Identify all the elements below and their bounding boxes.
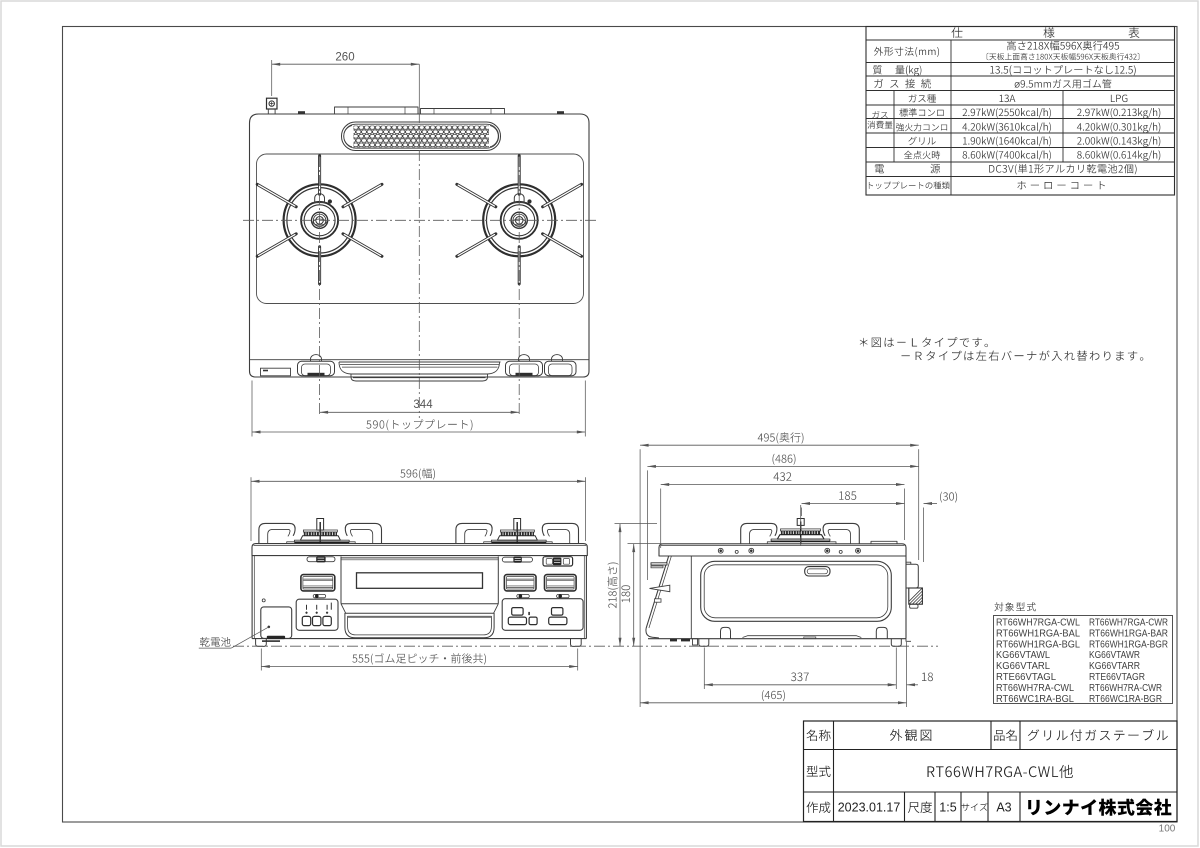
svg-text:RT66WH1RGA-BGL: RT66WH1RGA-BGL — [996, 639, 1080, 650]
svg-text:KG66VTARL: KG66VTARL — [996, 661, 1050, 672]
svg-text:2023.01.17: 2023.01.17 — [838, 801, 901, 815]
svg-text:RT66WH1RGA-BAL: RT66WH1RGA-BAL — [996, 628, 1080, 639]
svg-text:RT66WH1RGA-BAR: RT66WH1RGA-BAR — [1089, 628, 1168, 639]
svg-text:RTE66VTAGR: RTE66VTAGR — [1089, 672, 1145, 683]
svg-text:KG66VTAWL: KG66VTAWL — [996, 650, 1050, 661]
svg-text:RT66WC1RA-BGR: RT66WC1RA-BGR — [1089, 694, 1162, 705]
svg-text:RT66WH7RA-CWR: RT66WH7RA-CWR — [1089, 683, 1162, 694]
svg-text:RT66WH7RGA-CWR: RT66WH7RGA-CWR — [1089, 618, 1168, 629]
svg-text:A3: A3 — [996, 801, 1011, 815]
svg-text:344: 344 — [413, 399, 433, 411]
svg-text:100: 100 — [1159, 824, 1176, 835]
svg-text:1:5: 1:5 — [939, 801, 956, 815]
svg-text:RT66WC1RA-BGL: RT66WC1RA-BGL — [996, 694, 1074, 705]
svg-text:RTE66VTAGL: RTE66VTAGL — [996, 672, 1056, 683]
svg-text:KG66VTARR: KG66VTARR — [1089, 661, 1140, 672]
svg-text:RT66WH7RGA-CWL: RT66WH7RGA-CWL — [996, 618, 1080, 629]
svg-text:RT66WH1RGA-BGR: RT66WH1RGA-BGR — [1089, 639, 1168, 650]
svg-text:260: 260 — [335, 52, 354, 64]
svg-text:KG66VTAWR: KG66VTAWR — [1089, 650, 1140, 661]
svg-text:RT66WH7RA-CWL: RT66WH7RA-CWL — [996, 683, 1074, 694]
